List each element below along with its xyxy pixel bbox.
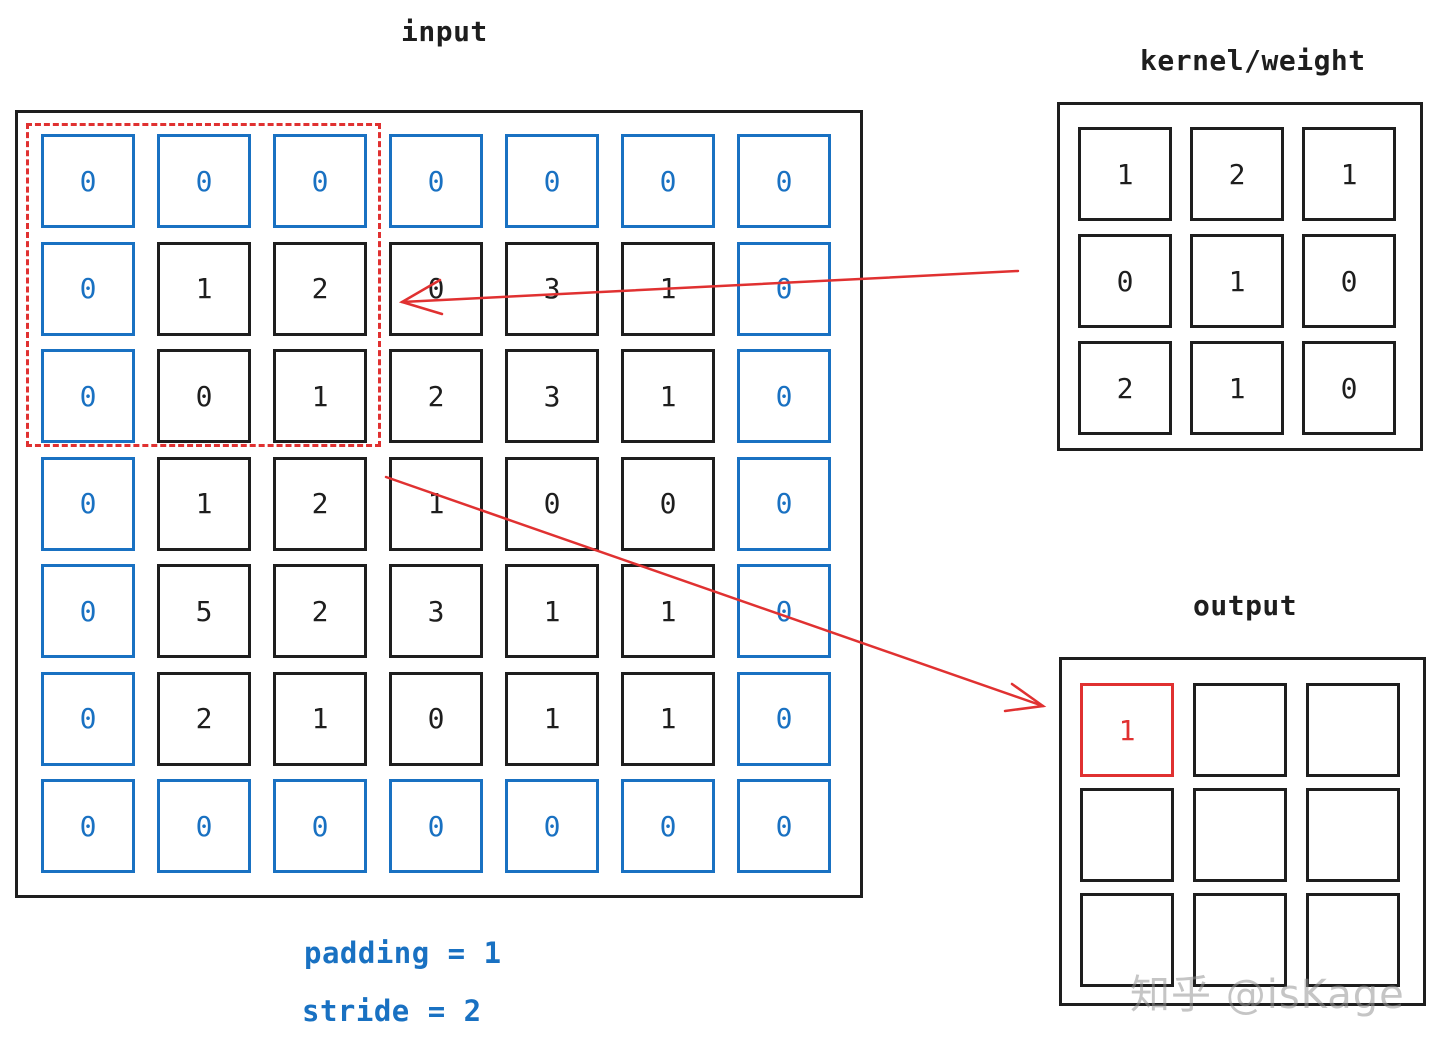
input-cell-r1-c2: 2 bbox=[273, 241, 367, 336]
input-padding-cell-r6-c4: 0 bbox=[505, 779, 599, 873]
input-cell-r3-c1: 1 bbox=[157, 456, 251, 551]
input-padding-cell-r6-c2: 0 bbox=[273, 779, 367, 873]
kernel-cell-r1-c0: 0 bbox=[1078, 234, 1172, 328]
input-padding-cell-r3-c6: 0 bbox=[737, 456, 831, 551]
kernel-title: kernel/weight bbox=[1140, 44, 1366, 77]
input-title: input bbox=[401, 15, 488, 48]
kernel-cell-r1-c2: 0 bbox=[1302, 234, 1396, 328]
input-cell-r3-c4: 0 bbox=[505, 456, 599, 551]
input-padding-cell-r2-c6: 0 bbox=[737, 349, 831, 443]
output-cell-r1-c1 bbox=[1193, 788, 1287, 882]
input-cell-r4-c5: 1 bbox=[621, 564, 715, 658]
input-cell-r2-c3: 2 bbox=[389, 349, 483, 443]
output-cell-r2-c2 bbox=[1306, 893, 1400, 987]
input-cell-r3-c3: 1 bbox=[389, 456, 483, 551]
input-cell-r4-c3: 3 bbox=[389, 564, 483, 658]
output-title: output bbox=[1193, 589, 1298, 622]
kernel-cell-r2-c1: 1 bbox=[1190, 341, 1284, 435]
input-cell-r5-c1: 2 bbox=[157, 671, 251, 766]
input-cell-r4-c2: 2 bbox=[273, 564, 367, 658]
input-padding-cell-r6-c0: 0 bbox=[41, 779, 135, 873]
output-cell-r1-c2 bbox=[1306, 788, 1400, 882]
input-padding-cell-r0-c5: 0 bbox=[621, 134, 715, 228]
input-cell-r1-c3: 0 bbox=[389, 241, 483, 336]
input-padding-cell-r0-c0: 0 bbox=[41, 134, 135, 228]
input-padding-cell-r0-c3: 0 bbox=[389, 134, 483, 228]
input-cell-r5-c2: 1 bbox=[273, 671, 367, 766]
input-padding-cell-r1-c0: 0 bbox=[41, 241, 135, 336]
padding-label: padding = 1 bbox=[304, 936, 502, 970]
output-cell-r0-c2 bbox=[1306, 683, 1400, 777]
output-cell-r1-c0 bbox=[1080, 788, 1174, 882]
input-cell-r4-c1: 5 bbox=[157, 564, 251, 658]
input-cell-r2-c5: 1 bbox=[621, 349, 715, 443]
input-cell-r1-c1: 1 bbox=[157, 241, 251, 336]
input-cell-r2-c4: 3 bbox=[505, 349, 599, 443]
output-cell-r2-c1 bbox=[1193, 893, 1287, 987]
output-result-cell-r0-c0: 1 bbox=[1080, 683, 1174, 777]
watermark: 知乎 @isKage bbox=[1130, 972, 1405, 1018]
input-padding-cell-r6-c6: 0 bbox=[737, 779, 831, 873]
input-padding-cell-r2-c0: 0 bbox=[41, 349, 135, 443]
input-padding-cell-r6-c3: 0 bbox=[389, 779, 483, 873]
kernel-cell-r0-c1: 2 bbox=[1190, 127, 1284, 221]
input-padding-cell-r4-c0: 0 bbox=[41, 564, 135, 658]
input-padding-cell-r6-c1: 0 bbox=[157, 779, 251, 873]
kernel-cell-r1-c1: 1 bbox=[1190, 234, 1284, 328]
output-cell-r0-c1 bbox=[1193, 683, 1287, 777]
input-cell-r1-c5: 1 bbox=[621, 241, 715, 336]
input-cell-r3-c2: 2 bbox=[273, 456, 367, 551]
input-cell-r4-c4: 1 bbox=[505, 564, 599, 658]
input-cell-r5-c3: 0 bbox=[389, 671, 483, 766]
kernel-cell-r0-c0: 1 bbox=[1078, 127, 1172, 221]
output-cell-r2-c0 bbox=[1080, 893, 1174, 987]
input-padding-cell-r5-c6: 0 bbox=[737, 671, 831, 766]
input-cell-r5-c4: 1 bbox=[505, 671, 599, 766]
input-cell-r2-c2: 1 bbox=[273, 349, 367, 443]
kernel-cell-r2-c0: 2 bbox=[1078, 341, 1172, 435]
input-cell-r2-c1: 0 bbox=[157, 349, 251, 443]
kernel-cell-r2-c2: 0 bbox=[1302, 341, 1396, 435]
input-padding-cell-r1-c6: 0 bbox=[737, 241, 831, 336]
input-padding-cell-r0-c6: 0 bbox=[737, 134, 831, 228]
kernel-cell-r0-c2: 1 bbox=[1302, 127, 1396, 221]
input-padding-cell-r6-c5: 0 bbox=[621, 779, 715, 873]
input-padding-cell-r0-c4: 0 bbox=[505, 134, 599, 228]
input-padding-cell-r0-c1: 0 bbox=[157, 134, 251, 228]
input-cell-r3-c5: 0 bbox=[621, 456, 715, 551]
input-padding-cell-r0-c2: 0 bbox=[273, 134, 367, 228]
input-padding-cell-r5-c0: 0 bbox=[41, 671, 135, 766]
input-padding-cell-r4-c6: 0 bbox=[737, 564, 831, 658]
input-cell-r5-c5: 1 bbox=[621, 671, 715, 766]
input-padding-cell-r3-c0: 0 bbox=[41, 456, 135, 551]
input-cell-r1-c4: 3 bbox=[505, 241, 599, 336]
stride-label: stride = 2 bbox=[302, 994, 482, 1028]
